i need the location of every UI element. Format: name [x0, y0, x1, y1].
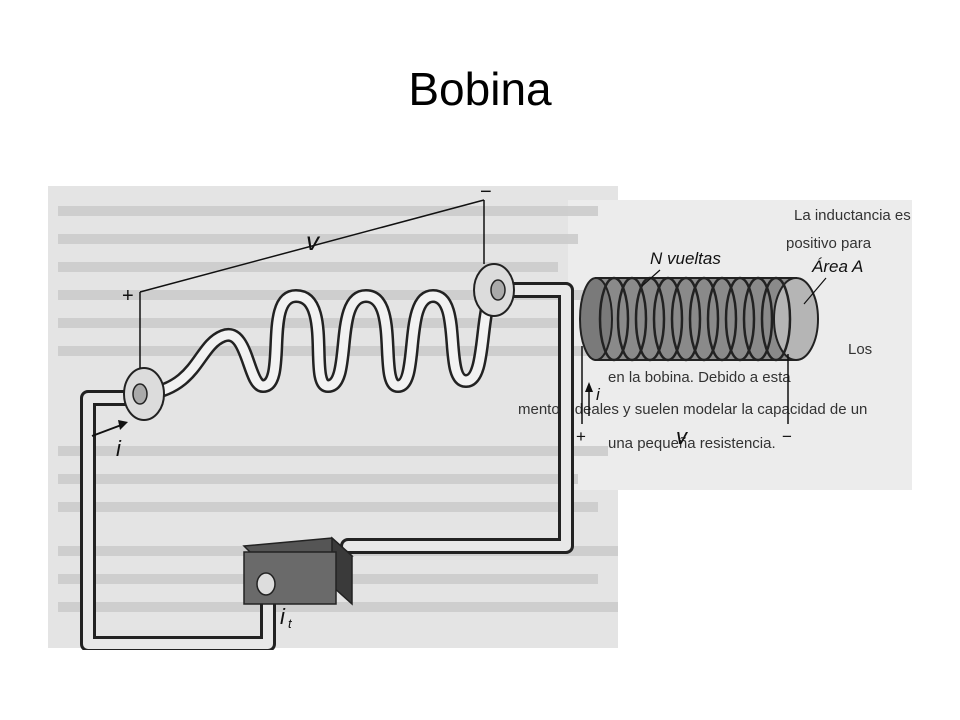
terminal-left	[123, 367, 165, 421]
cylindrical-coil	[579, 276, 819, 362]
current-arrow-left	[91, 420, 128, 437]
current-source-box	[242, 536, 354, 606]
helical-coil	[141, 279, 503, 401]
bg-text-line-5: mentos ideales y suelen modelar la capac…	[518, 401, 867, 418]
bg-text-line-4: en la bobina. Debido a esta	[608, 369, 791, 386]
voltage-dimension	[139, 199, 485, 368]
current-label-right: i	[596, 385, 601, 404]
voltage-label: v	[306, 226, 321, 256]
minus-sign-right: −	[782, 427, 792, 446]
slide-title: Bobina	[408, 63, 552, 115]
minus-sign-left: −	[480, 186, 492, 203]
source-current-label: i	[280, 604, 286, 629]
coil-leads	[581, 346, 789, 424]
bg-text-line-1: La inductancia es una	[794, 207, 912, 224]
area-pointer	[803, 277, 827, 305]
coil-figure-image: La inductancia es una positivo para Los …	[48, 181, 941, 652]
background-text: La inductancia es una positivo para Los …	[518, 207, 941, 452]
source-current-subscript: t	[288, 616, 293, 631]
turns-pointer	[641, 269, 661, 287]
plus-sign-left: +	[122, 285, 134, 307]
bg-text-line-3: Los	[848, 341, 872, 358]
bg-text-line-6: una pequeña resistencia.	[608, 435, 776, 452]
coil-figure: La inductancia es una positivo para Los …	[48, 181, 941, 655]
area-label: Área A	[811, 257, 863, 276]
bg-text-line-2: positivo para	[786, 235, 872, 252]
turns-label: N vueltas	[650, 249, 721, 268]
plus-sign-right: +	[576, 427, 586, 446]
current-label-left: i	[116, 436, 122, 461]
circuit-wire	[80, 282, 574, 652]
current-arrow-right	[585, 382, 593, 416]
terminal-right	[473, 263, 515, 317]
voltage-label-right: v	[676, 424, 689, 449]
